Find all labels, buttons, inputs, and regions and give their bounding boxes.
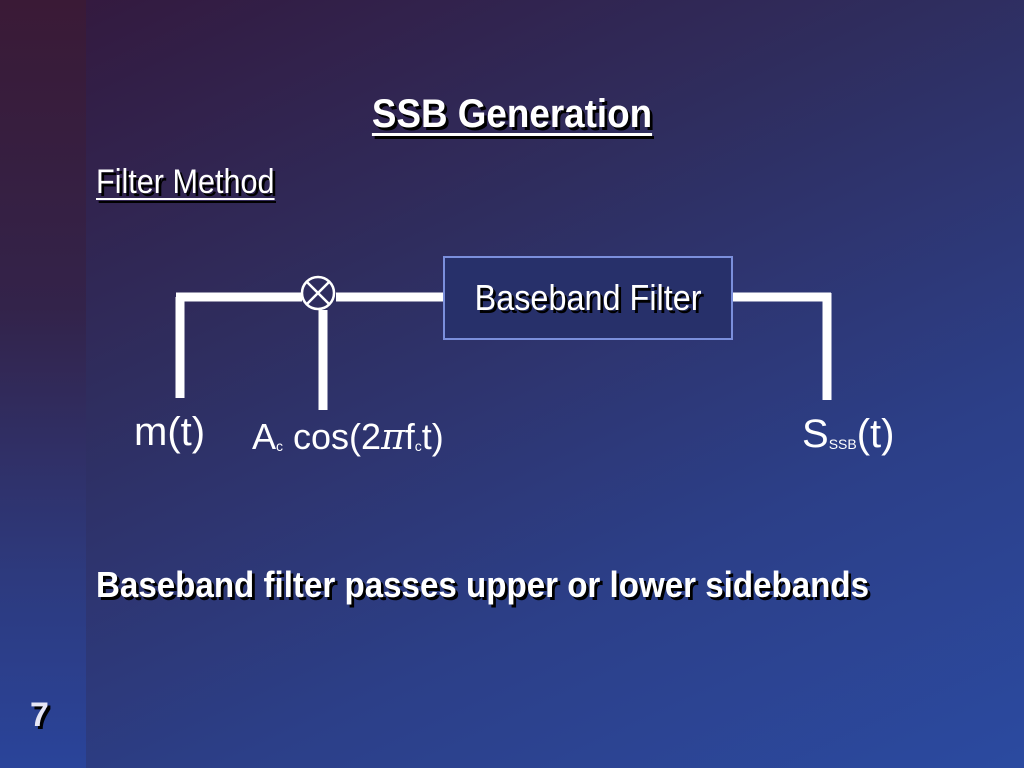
slide-note: Baseband filter passes upper or lower si… bbox=[96, 564, 870, 605]
baseband-filter-block: Baseband Filter bbox=[443, 256, 733, 340]
output-signal-label: SSSB(t) bbox=[802, 412, 895, 456]
mixer-icon bbox=[300, 275, 336, 311]
page-number: 7 bbox=[30, 696, 49, 734]
input-signal-label: m(t) bbox=[134, 410, 206, 454]
carrier-signal-label: Ac cos(2πfct) bbox=[252, 416, 444, 458]
slide-subtitle: Filter Method bbox=[96, 163, 275, 201]
filter-label: Baseband Filter bbox=[474, 277, 702, 318]
left-sidebar-band bbox=[0, 0, 86, 768]
slide-title: SSB Generation bbox=[371, 92, 653, 136]
